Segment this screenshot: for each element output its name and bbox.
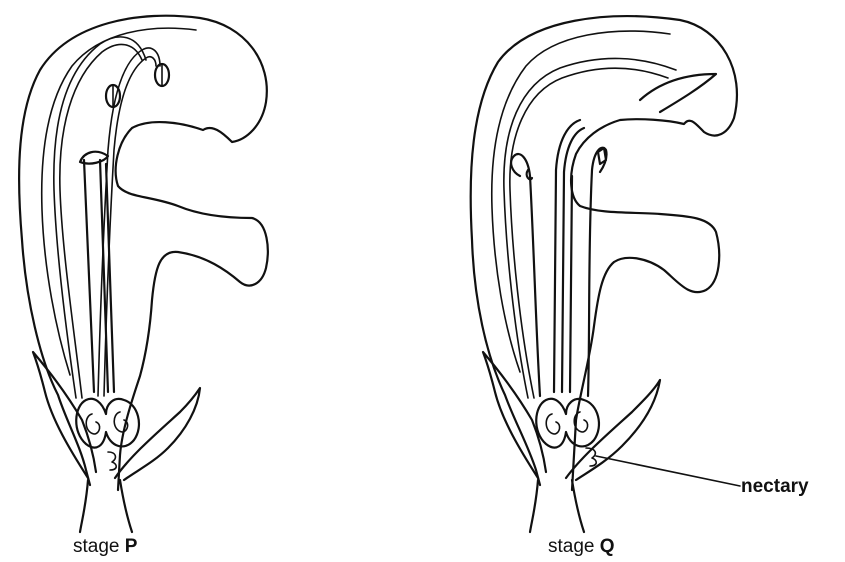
stem-p [80,480,132,532]
nectary-label: nectary [741,476,809,497]
caption-prefix: stage [73,536,125,557]
caption-prefix: stage [548,536,600,557]
flower-stage-q: nectary stage Q [471,16,809,557]
nectary-pointer-line [596,456,740,486]
corolla-outline-p [19,16,268,490]
stamen-withered-right-tip-q [598,148,606,164]
stem-q [530,480,584,532]
nectary-p [108,452,116,470]
ovule-left-q [546,414,559,434]
filament-long-inner-p [60,44,142,398]
style-q [554,120,584,392]
corolla-inner-q [492,31,670,372]
flower-stage-p: stage P [19,16,268,557]
caption-letter: Q [600,536,615,557]
hood-inner-q [640,74,716,112]
corolla-inner-p [42,28,196,375]
caption-letter: P [125,536,138,557]
caption-stage-p: stage P [73,536,138,557]
caption-stage-q: stage Q [548,536,615,557]
ovule-left-p [86,414,99,434]
stamen-withered-right-q [588,148,607,396]
